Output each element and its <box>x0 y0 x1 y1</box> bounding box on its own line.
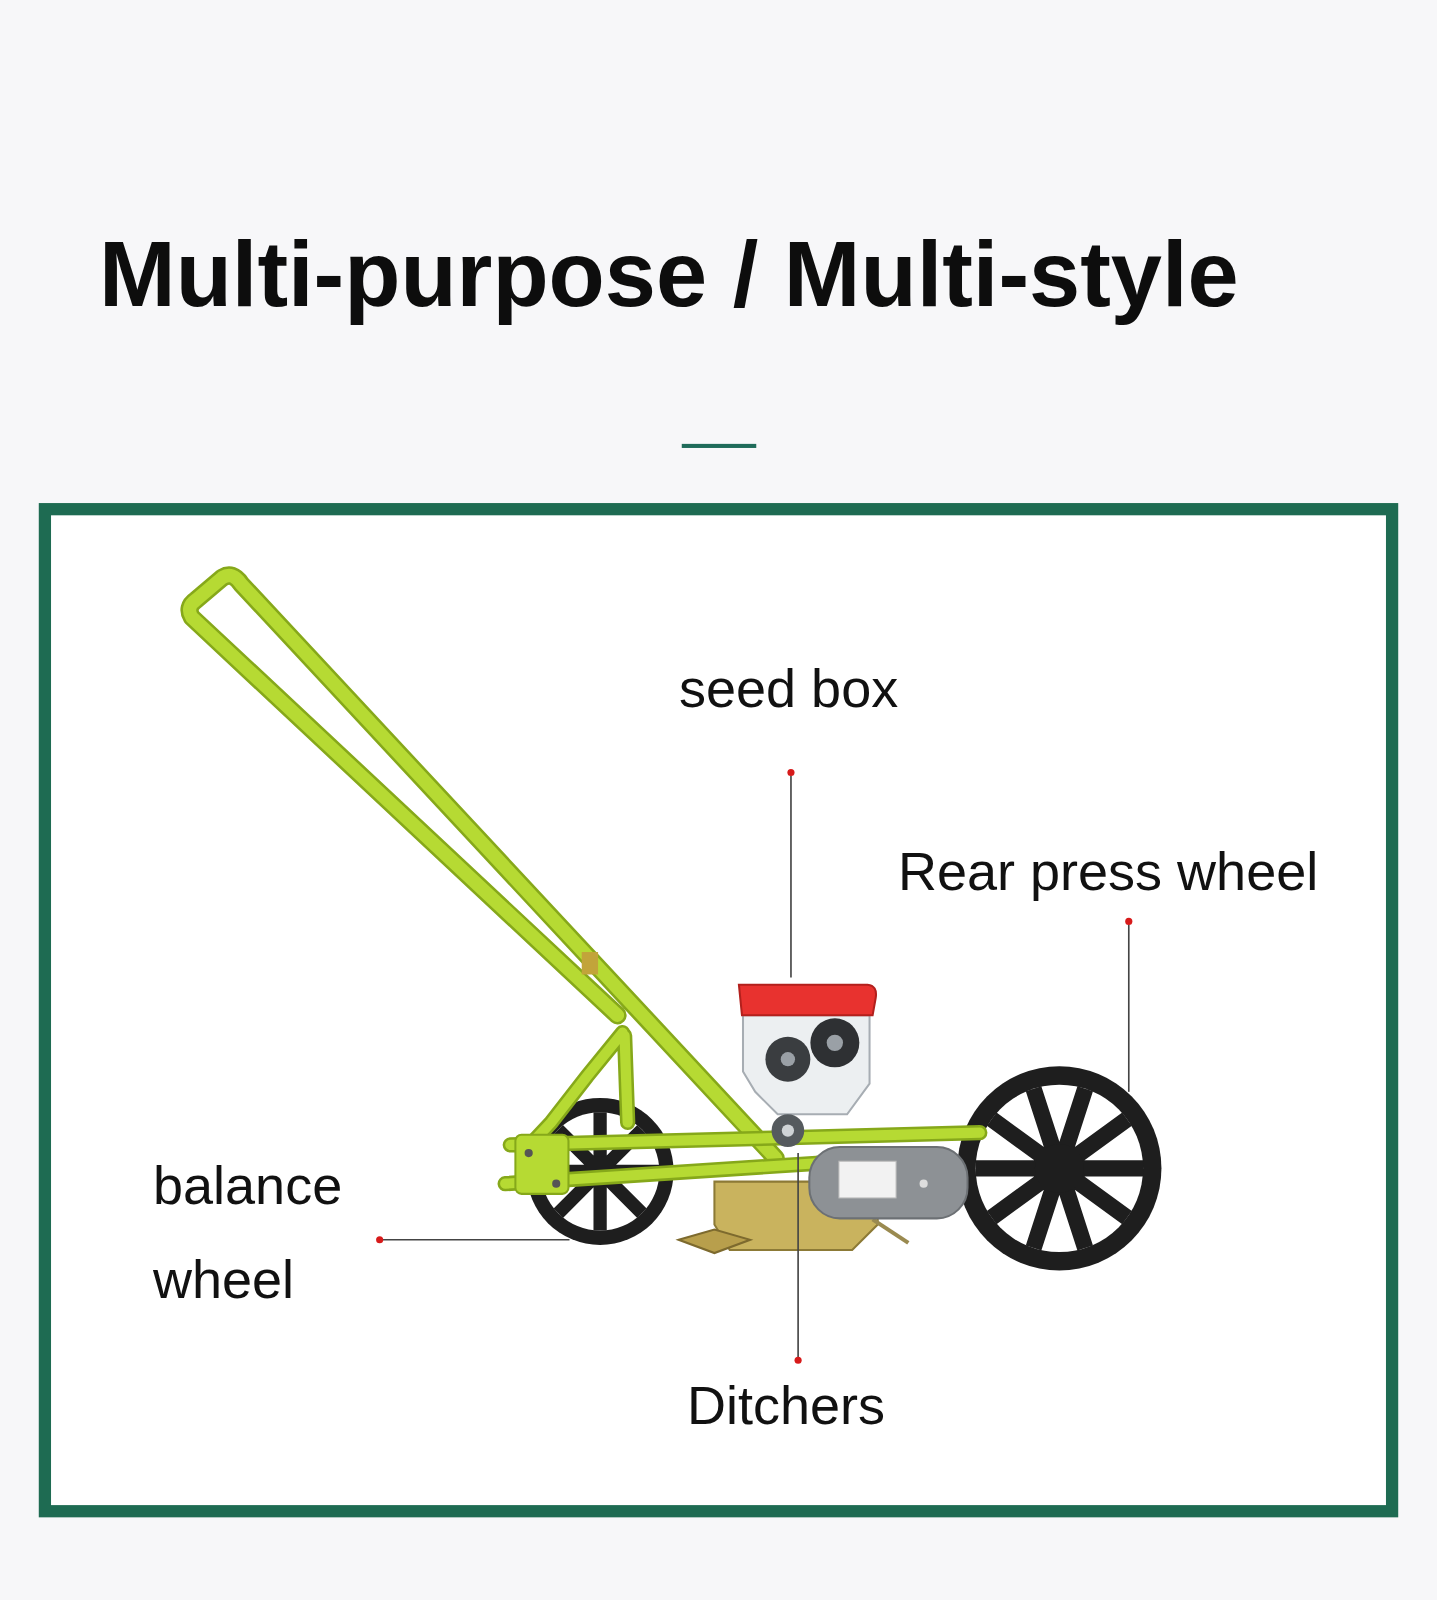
meter-axle <box>782 1124 794 1136</box>
handle-clamp <box>582 952 598 974</box>
bolt <box>525 1149 533 1157</box>
handle-frame <box>190 576 980 1194</box>
part-label: seed box <box>679 661 898 715</box>
leader-line <box>790 776 792 978</box>
seed-box-lid <box>739 985 876 1016</box>
seed-box <box>739 985 876 1147</box>
part-label: balance wheel <box>153 1138 403 1326</box>
leader-dot <box>1125 918 1132 925</box>
rear-hub <box>1035 1144 1084 1193</box>
ditcher-shovel <box>679 1230 750 1253</box>
cover-bolt <box>920 1180 928 1188</box>
leader-dot <box>787 769 794 776</box>
frame-border <box>45 509 1392 1511</box>
cover-plate <box>809 1147 967 1218</box>
title-dash <box>682 444 757 448</box>
page-title: Multi-purpose / Multi-style <box>99 228 1239 320</box>
disc-hole <box>781 1052 795 1066</box>
front-bracket <box>515 1135 568 1194</box>
rear-rim-gap <box>976 1085 1143 1252</box>
ditcher-rod <box>873 1219 909 1242</box>
chain-cover <box>809 1147 967 1218</box>
bolt <box>552 1180 560 1188</box>
disc-hole <box>827 1035 843 1051</box>
cover-sticker <box>839 1161 896 1198</box>
part-label: Ditchers <box>687 1378 885 1432</box>
leader-line <box>383 1239 570 1241</box>
meter-gear <box>772 1114 805 1147</box>
seed-disc <box>810 1018 859 1067</box>
rear-spokes <box>976 1089 1143 1248</box>
leader-dot <box>795 1357 802 1364</box>
leader-line <box>1128 924 1130 1091</box>
leader-line <box>797 1153 799 1357</box>
hopper <box>743 1015 870 1114</box>
rear-press-wheel <box>957 1066 1161 1270</box>
rear-tire <box>957 1066 1161 1270</box>
seed-disc <box>765 1037 810 1082</box>
part-label: Rear press wheel <box>898 844 1318 898</box>
leader-dot <box>376 1236 383 1243</box>
